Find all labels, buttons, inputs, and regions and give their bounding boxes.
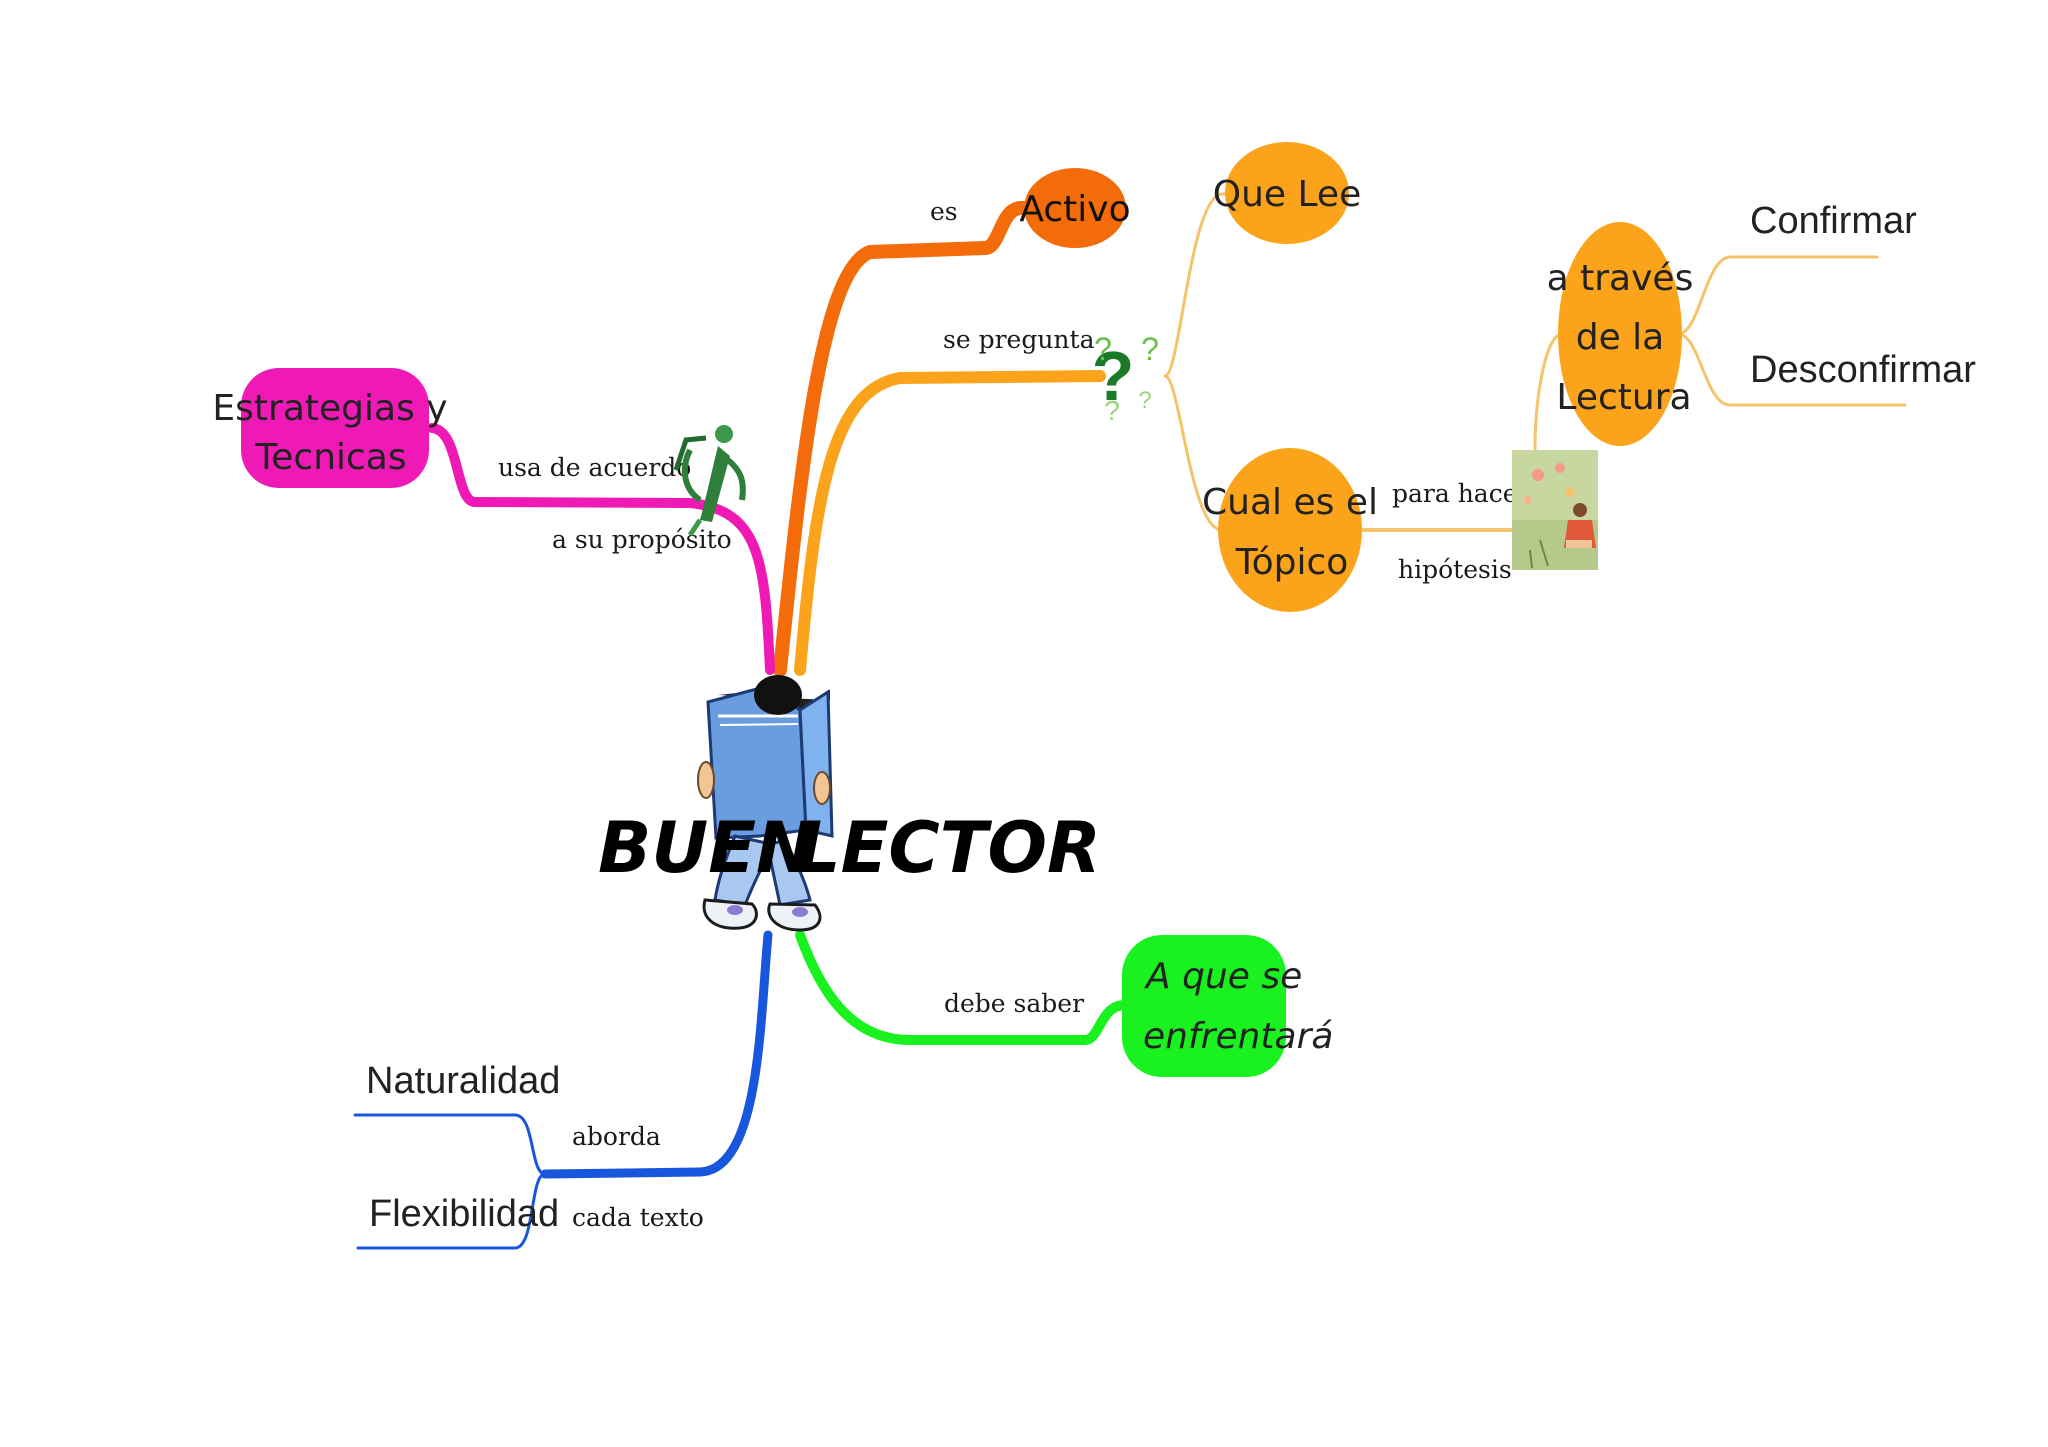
link-label-cada-texto: cada texto (572, 1203, 704, 1232)
svg-text:Activo: Activo (1019, 189, 1130, 230)
node-activo[interactable]: Activo (1019, 168, 1131, 248)
svg-text:Tópico: Tópico (1235, 542, 1349, 583)
center-label-right: LECTOR (796, 807, 1101, 889)
branch-lectura-line (1533, 332, 1564, 452)
reader-head (754, 675, 802, 715)
reader-illustration (697, 675, 834, 932)
svg-text:a través: a través (1547, 258, 1694, 299)
branch-desconfirmar-line (1676, 332, 1907, 407)
link-label-se-pregunta: se pregunta (943, 325, 1095, 354)
girl-in-meadow-image (1512, 450, 1598, 570)
branch-que-lee-line (1163, 192, 1234, 378)
svg-text:enfrentará: enfrentará (1143, 1016, 1333, 1057)
svg-text:?: ? (1104, 395, 1120, 426)
svg-text:de la: de la (1576, 317, 1665, 358)
svg-text:A que se: A que se (1144, 956, 1302, 997)
svg-text:?: ? (1141, 331, 1159, 367)
node-que-lee[interactable]: Que Lee (1213, 142, 1361, 244)
svg-text:?: ? (1138, 387, 1151, 414)
branch-topico-line (1163, 374, 1234, 532)
branch-activo-line (773, 201, 1052, 677)
node-a-traves-de-la-lectura[interactable]: a través de la Lectura (1547, 222, 1694, 446)
svg-text:Lectura: Lectura (1556, 377, 1691, 418)
svg-text:?: ? (1092, 337, 1135, 415)
center-label-left: BUEN (598, 807, 815, 889)
branch-confirmar-line (1676, 255, 1879, 336)
link-label-a-su-proposito: a su propósito (552, 525, 732, 554)
node-estrategias-y-tecnicas[interactable]: Estrategias y Tecnicas (212, 368, 448, 488)
node-topico[interactable]: Cual es el Tópico (1202, 448, 1378, 612)
link-label-hipotesis: hipótesis (1398, 555, 1512, 584)
svg-text:?: ? (1094, 331, 1112, 367)
branch-enfrentara-line (795, 930, 1130, 1045)
leaf-desconfirmar[interactable]: Desconfirmar (1750, 349, 1976, 391)
link-label-aborda: aborda (572, 1122, 661, 1151)
link-label-es: es (930, 197, 958, 226)
branch-flexibilidad-line (356, 1172, 547, 1250)
svg-text:Estrategias y: Estrategias y (212, 388, 447, 429)
link-label-para-hacer: para hacer (1392, 479, 1530, 508)
branch-estrategias-line (427, 423, 775, 675)
leaf-flexibilidad[interactable]: Flexibilidad (369, 1193, 559, 1235)
leaf-confirmar[interactable]: Confirmar (1750, 200, 1917, 242)
svg-text:Que Lee: Que Lee (1213, 174, 1361, 215)
svg-text:Cual es el: Cual es el (1202, 482, 1378, 523)
leaf-naturalidad[interactable]: Naturalidad (366, 1060, 560, 1102)
link-label-debe-saber: debe saber (944, 989, 1084, 1018)
svg-text:Tecnicas: Tecnicas (254, 437, 406, 478)
branch-pregunta-line (794, 370, 1106, 676)
walking-figures-icon (673, 425, 746, 537)
node-a-que-se-enfrentara[interactable]: A que se enfrentará (1122, 935, 1333, 1077)
branch-naturalidad-line (353, 1113, 547, 1176)
link-label-usa-de-acuerdo: usa de acuerdo (498, 453, 691, 482)
question-marks-icon: ? ? ? ? ? (1092, 331, 1159, 426)
branch-aborda-line (540, 930, 773, 1179)
